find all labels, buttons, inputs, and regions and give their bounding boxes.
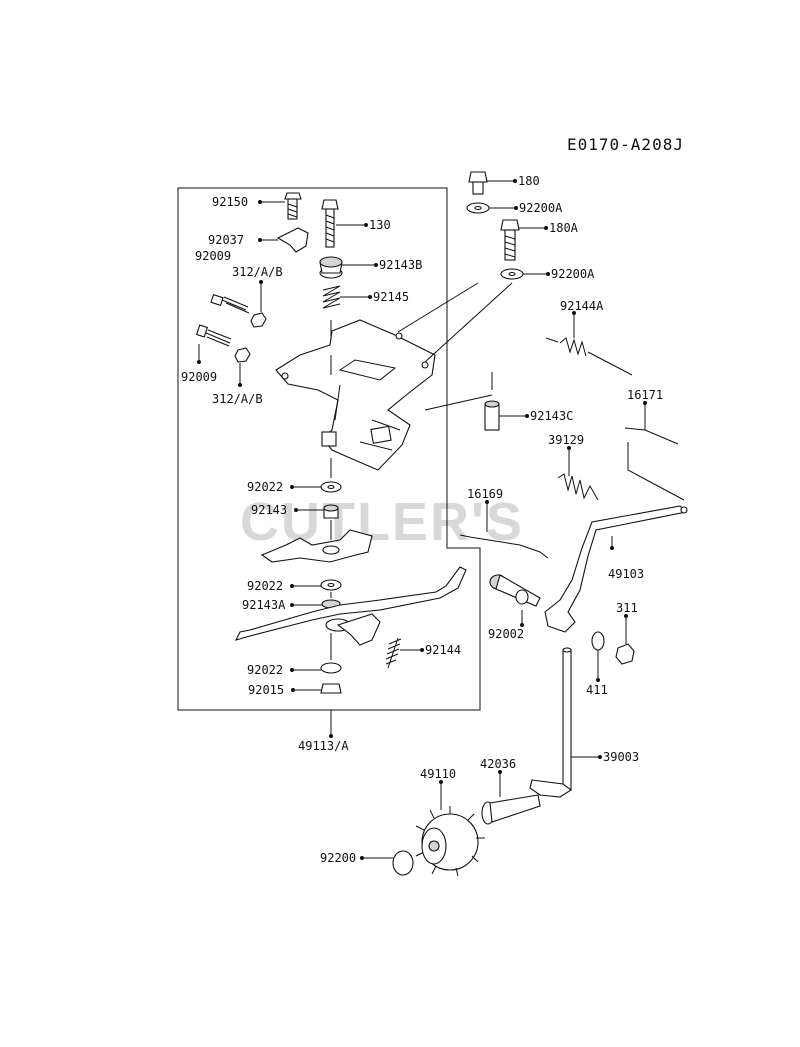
nut-312-upper xyxy=(250,312,267,328)
label-49103: 49103 xyxy=(608,567,644,581)
nut-312-lower xyxy=(234,347,251,363)
rod-16169 xyxy=(459,534,549,559)
label-92143C: 92143C xyxy=(530,409,573,423)
rod-16171 xyxy=(624,427,679,445)
bolt-180 xyxy=(468,171,488,195)
label-92015: 92015 xyxy=(248,683,284,697)
assembly-boundary xyxy=(177,187,481,711)
label-39003: 39003 xyxy=(603,750,639,764)
label-92144A: 92144A xyxy=(560,299,604,313)
label-92143: 92143 xyxy=(251,503,287,517)
collar-92143 xyxy=(323,504,339,519)
label-130: 130 xyxy=(369,218,391,232)
label-92144: 92144 xyxy=(425,643,461,657)
collar-92143C xyxy=(484,400,500,431)
governor-plate xyxy=(260,529,373,563)
label-92145: 92145 xyxy=(373,290,409,304)
bolt-92009-lower xyxy=(195,324,232,347)
spring-39129 xyxy=(557,473,599,501)
bolt-130 xyxy=(321,199,339,248)
label-16171: 16171 xyxy=(627,388,663,402)
clip-92037 xyxy=(276,227,309,253)
leader-lines xyxy=(197,179,685,860)
control-bracket xyxy=(275,319,436,471)
label-312-lower: 312/A/B xyxy=(212,392,263,406)
nut-311 xyxy=(615,643,635,665)
label-49113A: 49113/A xyxy=(298,739,349,753)
label-92037: 92037 xyxy=(208,233,244,247)
label-16169: 16169 xyxy=(467,487,503,501)
washer-92022-c xyxy=(320,662,342,674)
spring-92145 xyxy=(322,285,341,309)
bolt-92150 xyxy=(284,192,302,220)
part-labels: 92150 130 92037 92009 92143B 312/A/B 921… xyxy=(181,174,663,865)
washer-92200 xyxy=(392,850,414,876)
bolt-92009-upper xyxy=(210,293,250,314)
bolt-92002 xyxy=(489,574,541,607)
label-92022-a: 92022 xyxy=(247,480,283,494)
label-49110: 49110 xyxy=(420,767,456,781)
label-92022-c: 92022 xyxy=(247,663,283,677)
governor-lever xyxy=(234,566,467,641)
label-92200: 92200 xyxy=(320,851,356,865)
watermark: CUTLER'S xyxy=(240,492,524,552)
shaft-39003 xyxy=(529,647,572,798)
label-92022-b: 92022 xyxy=(247,579,283,593)
spring-92144 xyxy=(385,637,402,669)
washer-411 xyxy=(591,631,605,651)
label-92009-lower: 92009 xyxy=(181,370,217,384)
gear-49110 xyxy=(415,806,485,877)
pin-42036 xyxy=(481,794,541,825)
label-92009-upper: 92009 xyxy=(195,249,231,263)
bolt-180A xyxy=(500,219,520,261)
label-92002: 92002 xyxy=(488,627,524,641)
label-180: 180 xyxy=(518,174,540,188)
label-180A: 180A xyxy=(549,221,579,235)
label-92200A-top: 92200A xyxy=(519,201,563,215)
label-92150: 92150 xyxy=(212,195,248,209)
label-92143B: 92143B xyxy=(379,258,422,272)
nut-92015 xyxy=(320,683,342,694)
label-42036: 42036 xyxy=(480,757,516,771)
spring-92144A xyxy=(545,337,633,376)
label-92143A: 92143A xyxy=(242,598,286,612)
diagram-code: E0170-A208J xyxy=(567,135,684,154)
collar-92143B xyxy=(319,256,343,279)
label-92200A-lower: 92200A xyxy=(551,267,595,281)
lever-49103 xyxy=(544,505,688,633)
label-312-upper: 312/A/B xyxy=(232,265,283,279)
label-39129: 39129 xyxy=(548,433,584,447)
label-311: 311 xyxy=(616,601,638,615)
label-411: 411 xyxy=(586,683,608,697)
